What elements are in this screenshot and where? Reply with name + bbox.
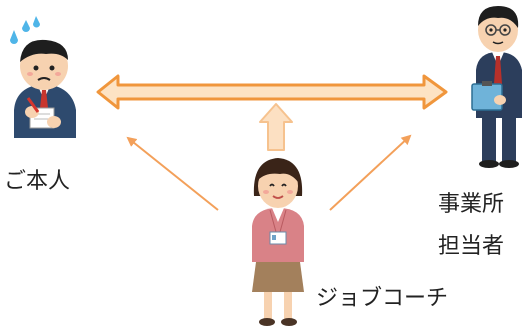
office-label-line1: 事業所 xyxy=(438,192,505,217)
job-coach-icon xyxy=(252,158,304,326)
office-label-line2: 担当者 xyxy=(438,234,505,259)
coach-label: ジョブコーチ xyxy=(316,286,449,311)
businessman-icon xyxy=(471,6,522,168)
person-label: ご本人 xyxy=(4,169,71,194)
double-arrow xyxy=(96,74,448,110)
arrow-to-person xyxy=(126,136,219,211)
worried-man-icon xyxy=(10,16,76,138)
up-arrow xyxy=(259,103,293,151)
arrow-to-office xyxy=(329,134,412,211)
